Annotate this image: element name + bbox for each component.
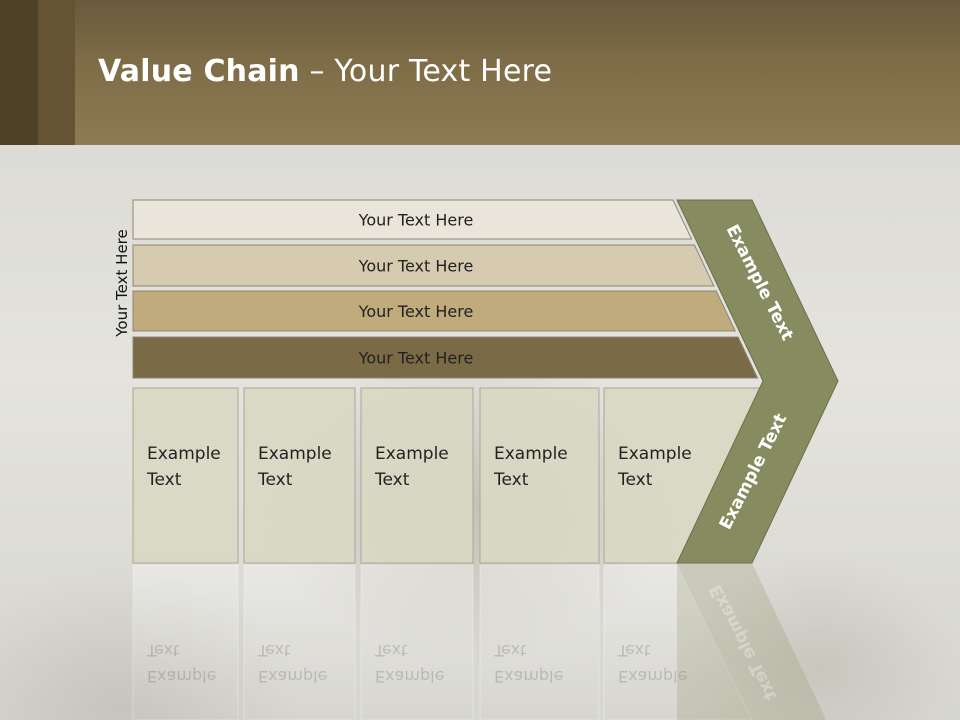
primary-activity-reflection-label: Example <box>494 667 563 686</box>
slide-title-rest: – Your Text Here <box>299 54 553 89</box>
primary-activity-reflection <box>360 564 474 720</box>
primary-activity-reflection <box>603 564 753 720</box>
title-bar: Value Chain – Your Text Here <box>0 0 960 145</box>
primary-activity-label: Text <box>493 470 529 490</box>
support-activity-label: Your Text Here <box>358 211 474 230</box>
primary-activity-label: Text <box>617 470 653 490</box>
primary-activity-box <box>360 387 474 564</box>
primary-activity-label: Example <box>618 444 692 464</box>
support-activity-label: Your Text Here <box>358 257 474 276</box>
primary-activity-label: Example <box>375 444 449 464</box>
primary-activity-reflection <box>243 564 356 720</box>
support-activity-bar <box>132 244 715 287</box>
primary-activity-box <box>479 387 600 564</box>
primary-activity-label: Text <box>374 470 410 490</box>
primary-activity-reflection-label: Text <box>146 641 179 660</box>
support-activity-bar <box>132 336 759 379</box>
primary-activity-reflection <box>479 564 600 720</box>
primary-activity-box <box>132 387 239 564</box>
primary-activity-reflection-label: Example <box>618 667 687 686</box>
header-accent-strip-light <box>38 0 75 145</box>
primary-activity-reflection-label: Text <box>617 641 650 660</box>
margin-chevron <box>676 199 839 564</box>
slide-title-bold: Value Chain <box>98 54 300 89</box>
primary-activity-reflection <box>132 564 239 720</box>
primary-activity-reflection-label: Example <box>375 667 444 686</box>
support-activity-bar <box>132 199 693 240</box>
primary-activity-reflection-label: Text <box>493 641 526 660</box>
header-accent-strip <box>0 0 38 145</box>
primary-activity-label: Text <box>257 470 293 490</box>
slide-title: Value Chain – Your Text Here <box>98 54 552 89</box>
support-activity-bar <box>132 290 737 332</box>
margin-chevron-reflection <box>677 563 827 720</box>
primary-activity-label: Example <box>258 444 332 464</box>
support-activity-label: Your Text Here <box>358 302 474 321</box>
primary-activity-reflection-label: Text <box>257 641 290 660</box>
primary-activity-reflection-label: Example <box>258 667 327 686</box>
primary-activity-box <box>243 387 356 564</box>
support-activity-label: Your Text Here <box>358 349 474 368</box>
primary-activity-label: Text <box>146 470 182 490</box>
primary-activity-reflection-label: Text <box>374 641 407 660</box>
primary-activity-label: Example <box>147 444 221 464</box>
primary-activity-label: Example <box>494 444 568 464</box>
primary-activity-reflection-label: Example <box>147 667 216 686</box>
